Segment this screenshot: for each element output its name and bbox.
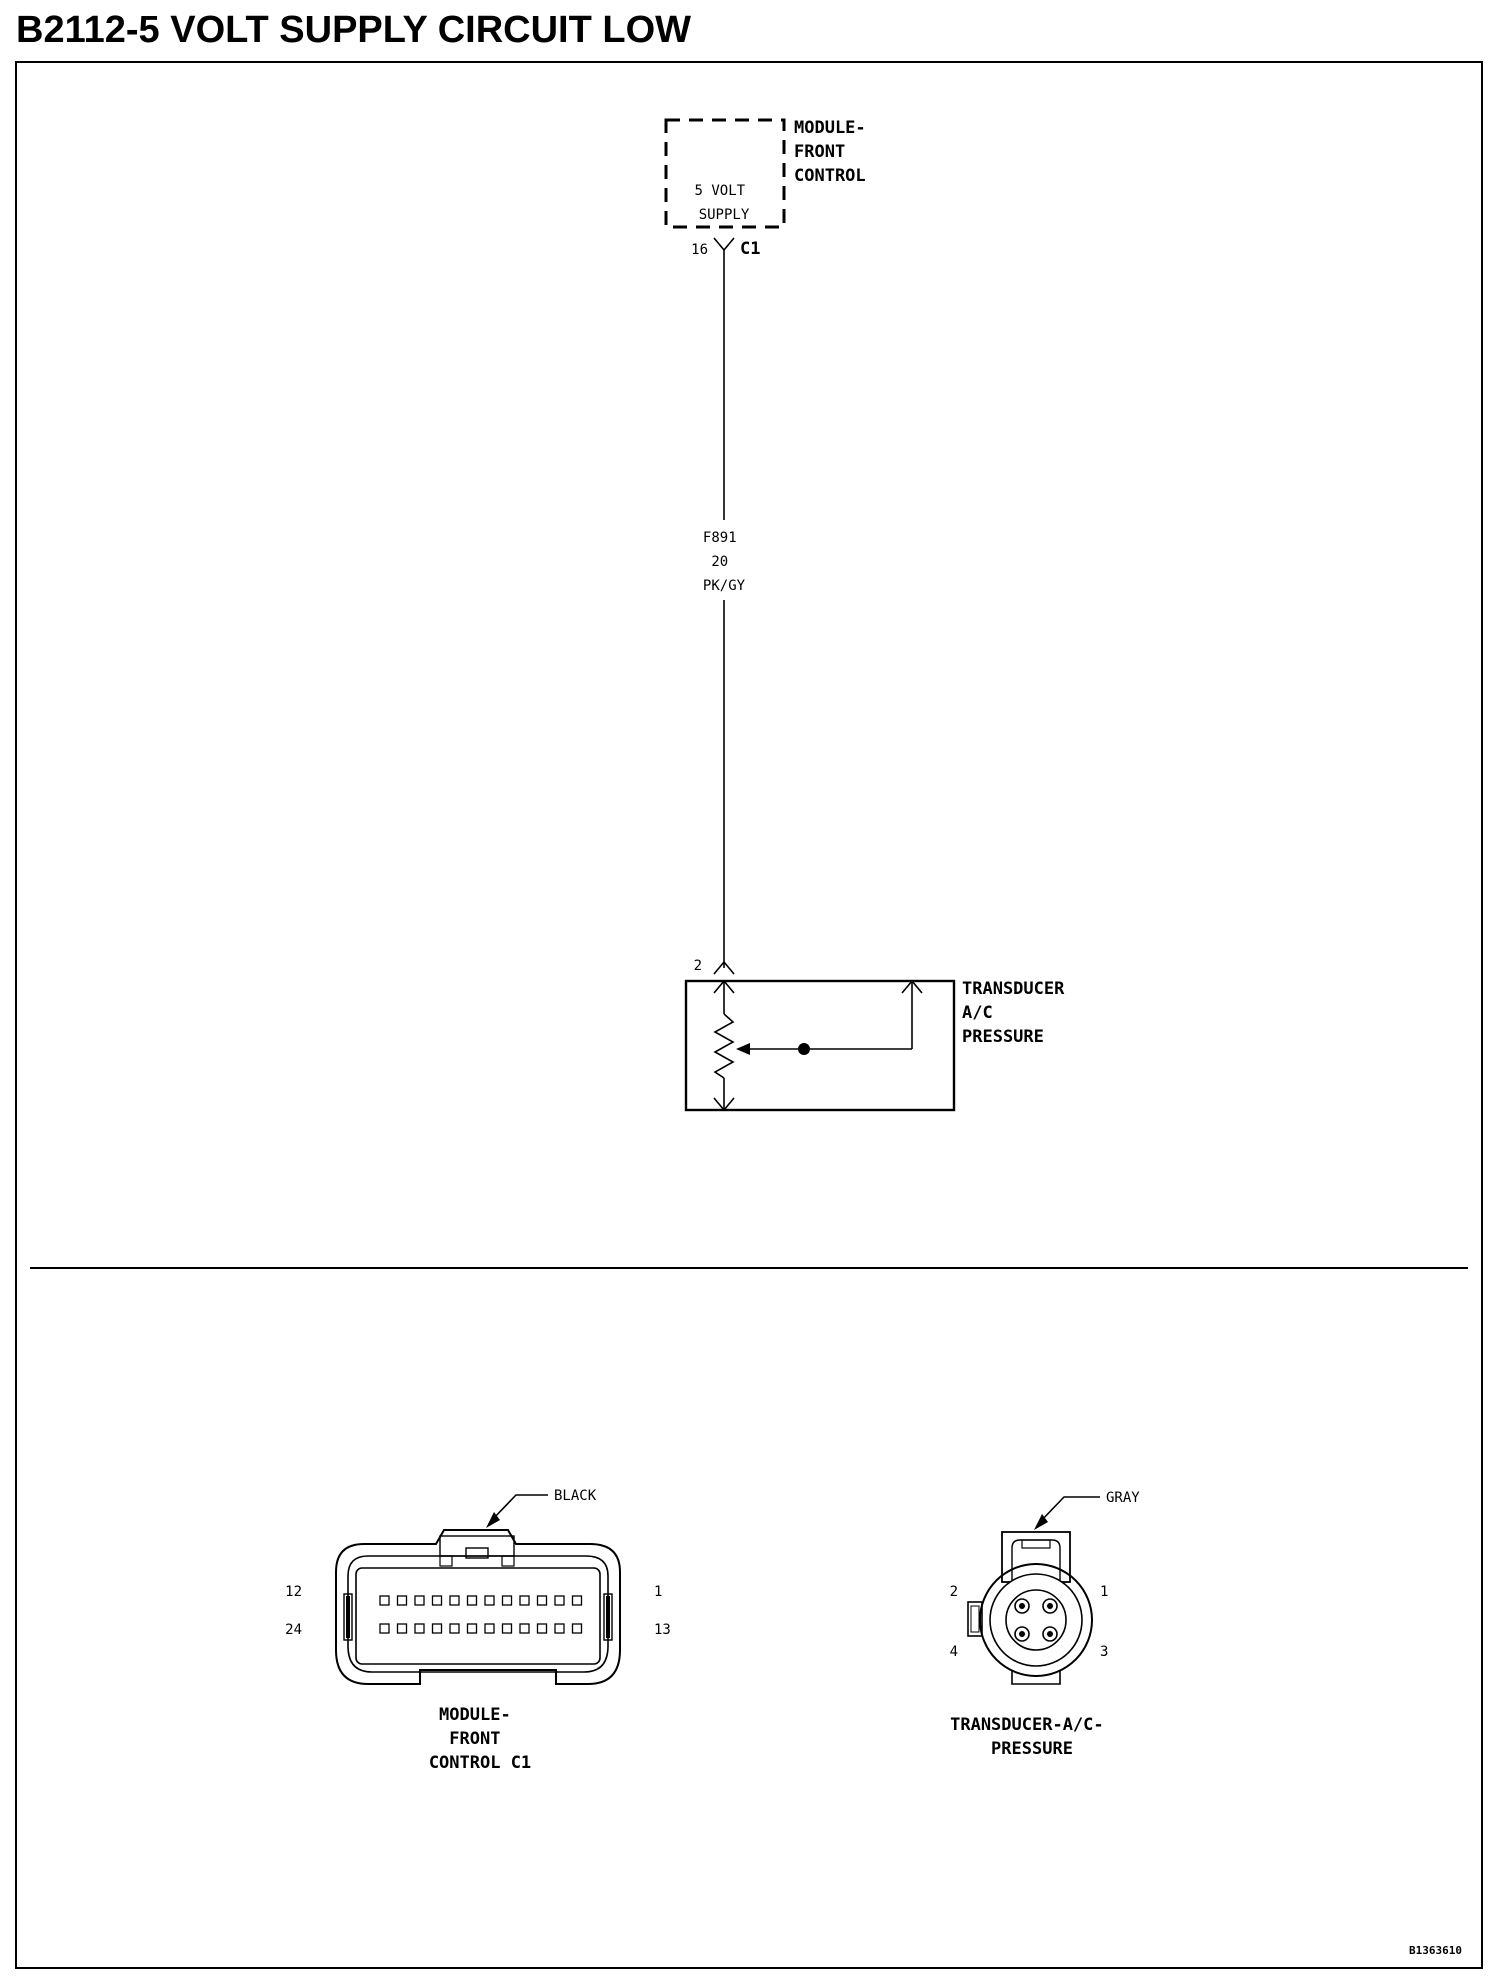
connector-c1-callout-line	[491, 1494, 548, 1521]
transducer-name: TRANSDUCER A/C PRESSURE	[962, 979, 1075, 1047]
connector-transducer-pin-1: 1	[1100, 1584, 1108, 1600]
wire-f891: F891 20 PK/GY	[703, 250, 746, 968]
module-connector-id: C1	[740, 239, 760, 259]
connector-c1-cavity	[484, 1623, 495, 1634]
connector-c1-cavity	[379, 1595, 390, 1606]
connector-c1-pin-12: 12	[285, 1584, 302, 1600]
transducer-pin-number: 2	[694, 958, 702, 974]
connector-c1-color-label: BLACK	[554, 1488, 597, 1504]
connector-c1-pin-13: 13	[654, 1622, 671, 1638]
connector-c1-cavity	[536, 1623, 548, 1634]
transducer-pin-chevron	[713, 960, 735, 975]
transducer-component: 2 TRANSDUCER A/C PRESSURE	[684, 958, 1075, 1112]
module-name: MODULE- FRONT CONTROL	[794, 118, 876, 186]
wiper-arrowhead	[736, 1043, 750, 1055]
connector-transducer-callout-line	[1039, 1496, 1100, 1523]
connector-c1-cavity	[536, 1595, 548, 1606]
connector-transducer-pin-4: 4	[950, 1644, 958, 1660]
front-control-module: 5 VOLT SUPPLY MODULE- FRONT CONTROL 16 C…	[664, 118, 876, 259]
connector-c1-cavity	[554, 1595, 565, 1606]
connector-c1-name: MODULE- FRONT CONTROL C1	[429, 1705, 531, 1773]
module-inner-text: 5 VOLT SUPPLY	[694, 183, 753, 223]
connector-c1-cavity	[414, 1623, 425, 1634]
connector-transducer: GRAY 2 1 4 3 TRANSD	[950, 1490, 1141, 1759]
module-dashed-box	[664, 118, 786, 229]
connector-transducer-pin-2: 2	[950, 1584, 958, 1600]
connector-transducer-pins	[1014, 1598, 1058, 1642]
connector-c1-pin-24: 24	[285, 1622, 302, 1638]
connector-c1-cavity	[431, 1623, 443, 1634]
connector-front-control-c1: BLACK 12 24 1 13 MODULE- FRONT CONTROL C…	[285, 1488, 671, 1773]
connector-c1-cavity	[396, 1595, 408, 1606]
connector-transducer-pin-3: 3	[1100, 1644, 1108, 1660]
connector-c1-cavity	[571, 1595, 583, 1606]
module-pin-number: 16	[691, 242, 708, 258]
connector-c1-cavity	[501, 1595, 513, 1606]
connector-c1-cavity	[379, 1623, 390, 1634]
connector-c1-cavity	[431, 1595, 443, 1606]
connector-c1-cavity	[414, 1595, 425, 1606]
connector-transducer-name: TRANSDUCER-A/C- PRESSURE	[950, 1715, 1114, 1759]
drawing-id: B1363610	[1409, 1944, 1462, 1957]
connector-c1-cavity	[466, 1623, 478, 1634]
connector-c1-pin-grid	[379, 1595, 583, 1634]
connector-c1-cavity	[519, 1623, 530, 1634]
connector-c1-shell	[335, 1529, 621, 1685]
connector-c1-cavity	[501, 1623, 513, 1634]
connector-c1-cavity	[449, 1595, 460, 1606]
connector-c1-cavity	[571, 1623, 583, 1634]
connector-transducer-color-label: GRAY	[1106, 1490, 1140, 1506]
connector-c1-cavity	[396, 1623, 408, 1634]
connector-c1-cavity	[466, 1595, 478, 1606]
diagram-frame	[15, 61, 1483, 1969]
connector-c1-cavity	[484, 1595, 495, 1606]
connector-c1-cavity	[554, 1623, 565, 1634]
module-pin-fork	[713, 237, 735, 252]
resistor-symbol	[713, 1013, 735, 1079]
connector-c1-pin-1: 1	[654, 1584, 662, 1600]
wiper-junction-dot	[798, 1043, 810, 1055]
page-title: B2112-5 VOLT SUPPLY CIRCUIT LOW	[16, 9, 692, 51]
connector-c1-cavity	[519, 1595, 530, 1606]
wire-label: F891 20 PK/GY	[703, 530, 746, 594]
connector-c1-cavity	[449, 1623, 460, 1634]
transducer-box	[684, 979, 956, 1112]
